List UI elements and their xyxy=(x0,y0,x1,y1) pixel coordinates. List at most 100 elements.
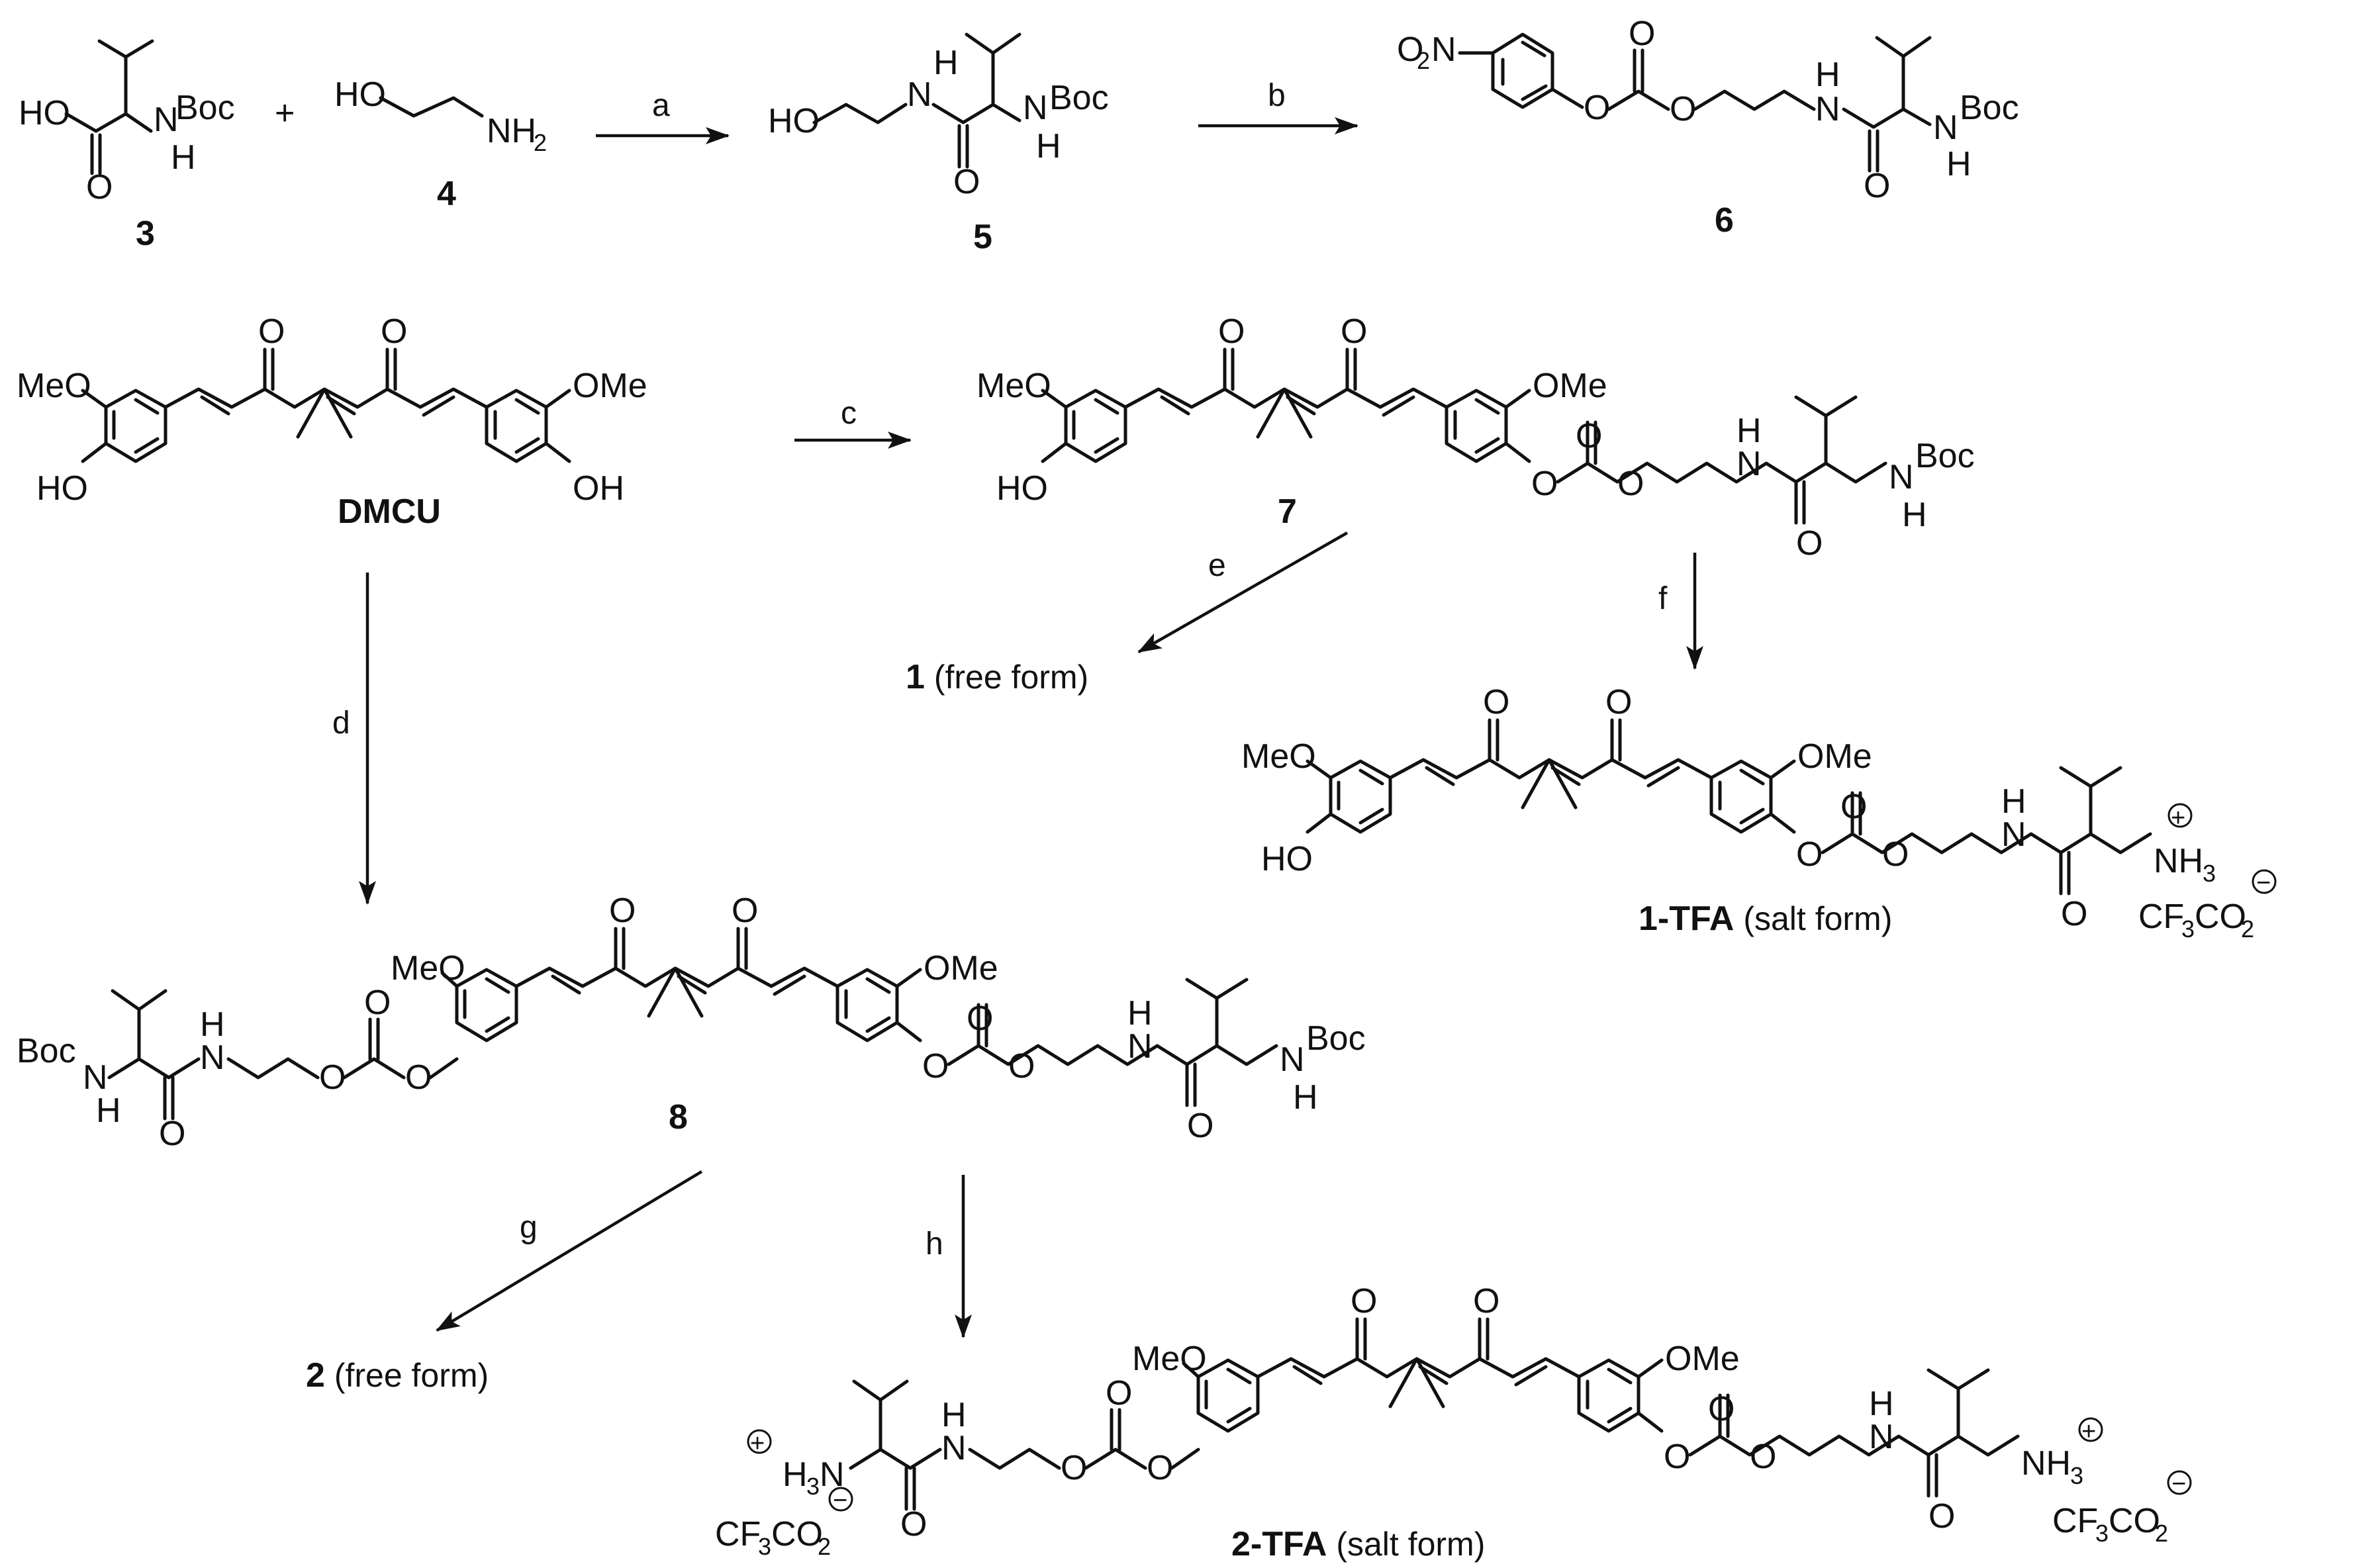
atom-label: OH xyxy=(573,469,624,508)
atom-label: 3 xyxy=(2181,915,2195,943)
product-label: 2 (free form) xyxy=(306,1356,489,1395)
atom-label: H xyxy=(171,138,196,177)
atom-label: N xyxy=(941,1429,967,1467)
atom-label: H xyxy=(1127,994,1153,1033)
atom-label: O xyxy=(1531,465,1558,503)
atom-label: O xyxy=(1218,312,1245,351)
compound-8: Boc N H O N H O O O MeO O O OMe O xyxy=(17,892,1366,1153)
atom-label: NH xyxy=(487,112,536,150)
atom-label: H xyxy=(933,44,959,82)
atom-label: NH xyxy=(2154,842,2203,880)
atom-label: Boc xyxy=(1306,1019,1366,1058)
atom-label: H xyxy=(1946,145,1972,183)
product-label: 2-TFA (salt form) xyxy=(1231,1525,1485,1563)
charge-plus: + xyxy=(750,1430,765,1457)
compound-2-tfa: + H 3 N O N H O O O CF 3 CO 2 − MeO O O xyxy=(715,1282,2192,1563)
atom-label: CO xyxy=(771,1515,823,1553)
atom-label: Boc xyxy=(1960,89,2019,127)
atom-label: O xyxy=(1629,15,1655,53)
atom-label: H xyxy=(2001,782,2026,821)
atom-label: OMe xyxy=(1533,367,1607,405)
charge-plus: + xyxy=(2081,1418,2096,1446)
compound-label: 7 xyxy=(1278,492,1297,531)
atom-label: OMe xyxy=(573,367,647,405)
atom-label: O xyxy=(1796,835,1823,874)
compound-label: 3 xyxy=(136,214,155,253)
atom-label: O xyxy=(1106,1374,1132,1412)
compound-6: O 2 N O O O N H O N Boc H 6 xyxy=(1397,15,2019,240)
atom-label: H xyxy=(96,1091,121,1130)
atom-label: O xyxy=(1670,90,1696,128)
compound-label: 4 xyxy=(437,175,456,213)
atom-label: N xyxy=(1431,30,1456,69)
atom-label: MeO xyxy=(1241,737,1316,776)
atom-label: Boc xyxy=(1049,79,1109,117)
compound-5: HO N H O N Boc H 5 xyxy=(768,32,1109,256)
atom-label: N xyxy=(1280,1040,1305,1079)
atom-label: CF xyxy=(2138,898,2184,936)
step-label-d: d xyxy=(332,706,350,741)
atom-label: H xyxy=(1815,56,1840,94)
atom-label: O xyxy=(1664,1438,1690,1476)
step-label-g: g xyxy=(520,1210,538,1245)
atom-label: O xyxy=(1840,788,1867,826)
compound-7: MeO HO O O OMe O O O N H O N Boc H 7 xyxy=(976,312,1975,563)
atom-label: HO xyxy=(768,102,820,140)
atom-label: O xyxy=(1351,1282,1377,1320)
charge-minus: − xyxy=(833,1487,847,1514)
atom-label: O xyxy=(1341,312,1367,351)
atom-label: O xyxy=(364,984,391,1022)
atom-label: O xyxy=(732,892,758,930)
atom-label: N xyxy=(1023,89,1048,127)
atom-label: H xyxy=(200,1005,225,1044)
atom-label: OMe xyxy=(1665,1340,1740,1378)
atom-label: N xyxy=(1869,1418,1894,1456)
atom-label: O xyxy=(258,312,285,351)
atom-label: O xyxy=(1147,1449,1173,1487)
plus-sign: + xyxy=(275,94,295,132)
step-label-a: a xyxy=(652,88,670,123)
atom-label: CO xyxy=(2195,898,2246,936)
product-1-free: 1 (free form) xyxy=(906,658,1088,696)
atom-label: MeO xyxy=(17,367,91,405)
step-label-h: h xyxy=(926,1226,943,1262)
atom-label: CF xyxy=(2052,1502,2098,1540)
atom-label: O xyxy=(1617,465,1644,503)
atom-label: O xyxy=(159,1115,185,1153)
compound-label: 5 xyxy=(973,218,992,256)
atom-label: MeO xyxy=(976,367,1051,405)
atom-label: Boc xyxy=(175,89,235,127)
atom-label: N xyxy=(154,101,179,139)
product-label: 1 (free form) xyxy=(906,658,1088,696)
atom-label: 2 xyxy=(534,129,547,156)
charge-minus: − xyxy=(2171,1470,2186,1498)
atom-label: HO xyxy=(996,469,1048,508)
atom-label: 2 xyxy=(1417,47,1430,74)
atom-label: O xyxy=(1473,1282,1499,1320)
compound-label: DMCU xyxy=(338,492,441,531)
compound-dmcu: MeO HO O O OMe OH DMCU xyxy=(17,312,647,531)
atom-label: HO xyxy=(334,75,386,114)
atom-label: H xyxy=(1293,1078,1318,1117)
compound-4: HO NH 2 4 xyxy=(334,75,547,213)
arrow-step-e xyxy=(1137,531,1349,653)
atom-label: O xyxy=(953,163,980,201)
atom-label: O xyxy=(1187,1107,1213,1145)
atom-label: CF xyxy=(715,1515,761,1553)
atom-label: O xyxy=(1397,30,1423,69)
atom-label: Boc xyxy=(17,1032,76,1070)
atom-label: N xyxy=(1889,458,1914,496)
atom-label: O xyxy=(1605,683,1632,721)
atom-label: N xyxy=(83,1058,108,1097)
atom-label: N xyxy=(1736,445,1762,483)
atom-label: 2 xyxy=(2155,1520,2168,1547)
product-2-free: 2 (free form) xyxy=(306,1356,489,1395)
atom-label: O xyxy=(1882,835,1909,874)
atom-label: HO xyxy=(1261,840,1313,878)
atom-label: O xyxy=(405,1058,432,1097)
atom-label: O xyxy=(381,312,407,351)
compound-label: 8 xyxy=(669,1098,688,1136)
charge-minus: − xyxy=(2256,869,2271,897)
compound-3: HO O N Boc H 3 xyxy=(19,39,235,253)
compound-label: 6 xyxy=(1715,201,1734,240)
